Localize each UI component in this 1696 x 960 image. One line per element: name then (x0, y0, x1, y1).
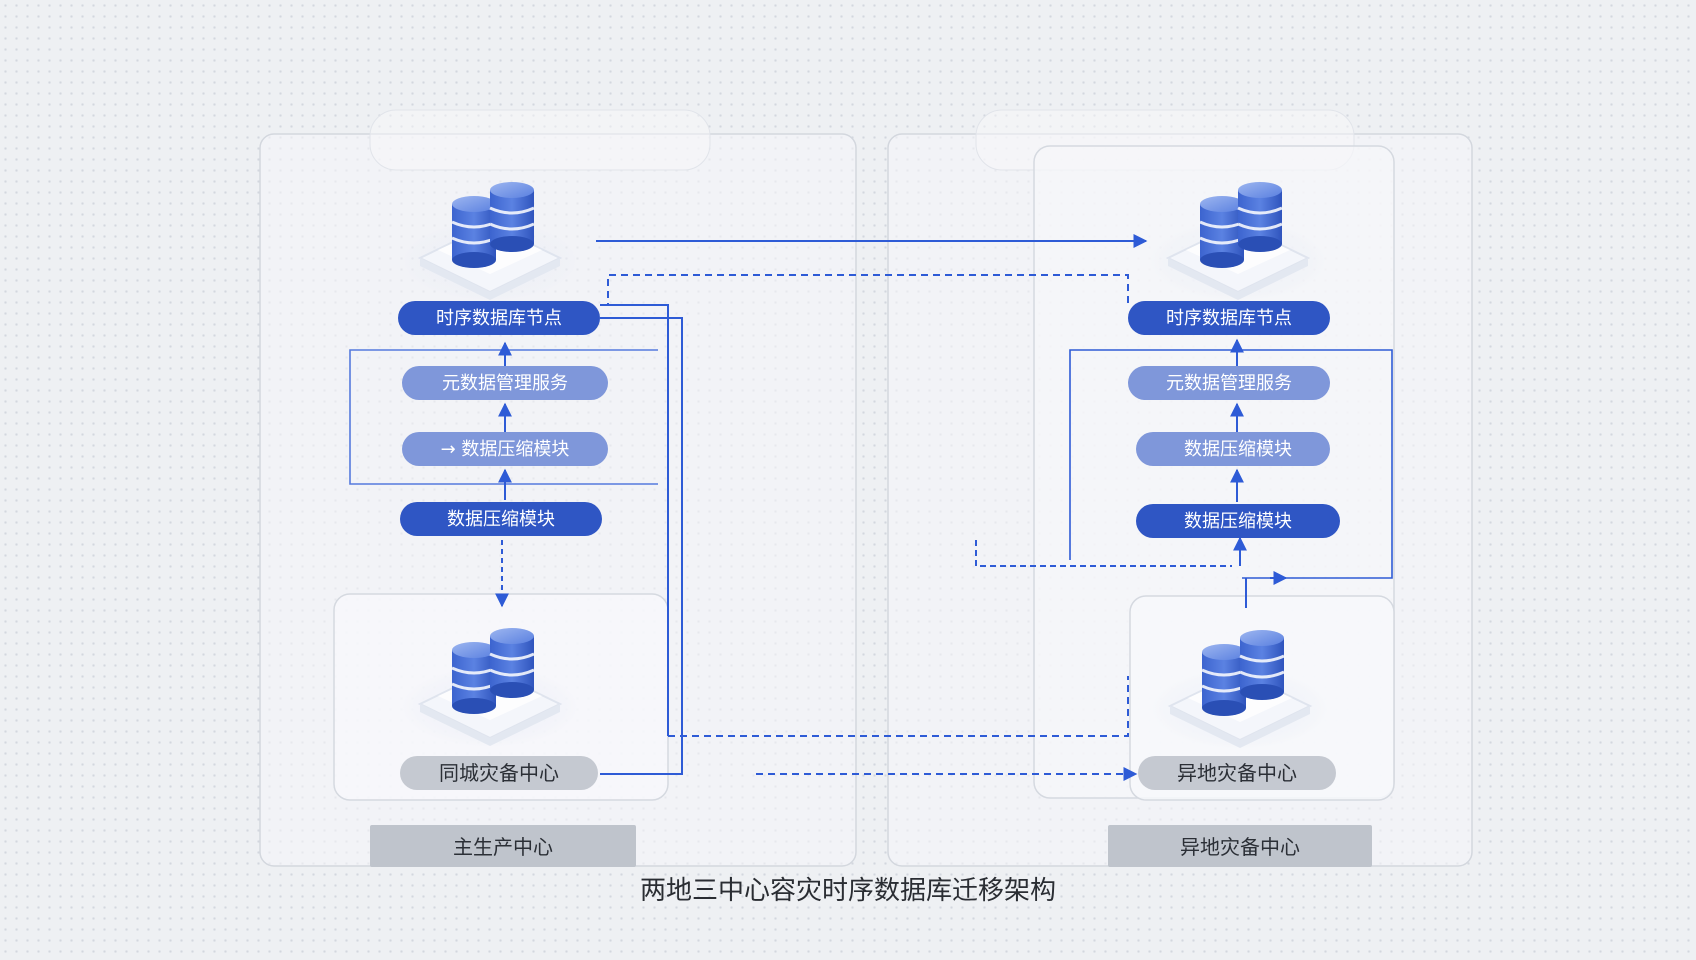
diagram-caption: 两地三中心容灾时序数据库迁移架构 (639, 876, 1056, 906)
node-label: 元数据管理服务 (1166, 373, 1292, 394)
left-compress-upper-node[interactable]: → 数据压缩模块 (402, 432, 608, 466)
node-label: 数据压缩模块 (447, 509, 555, 530)
node-label: 元数据管理服务 (442, 373, 568, 394)
right-compress-lower-node[interactable]: 数据压缩模块 (1136, 504, 1340, 538)
left-panel: 主生产中心 (259, 109, 857, 867)
right-compress-upper-node[interactable]: 数据压缩模块 (1136, 432, 1330, 466)
connectors (349, 234, 1393, 781)
panel-label-bg (1108, 825, 1372, 867)
node-label: 同城灾备中心 (439, 761, 559, 785)
right-tsdb-node[interactable]: 时序数据库节点 (1128, 301, 1330, 335)
panel-label: 异地灾备中心 (1180, 835, 1300, 859)
left-compress-lower-node[interactable]: 数据压缩模块 (400, 502, 602, 536)
left-tsdb-node[interactable]: 时序数据库节点 (398, 301, 600, 335)
left-metadata-node[interactable]: 元数据管理服务 (402, 366, 608, 400)
left-backup-node[interactable]: 同城灾备中心 (400, 756, 598, 790)
right-backup-node[interactable]: 异地灾备中心 (1138, 756, 1336, 790)
right-panel: 异地灾备中心 (887, 109, 1473, 867)
panel-label-bg (370, 825, 636, 867)
right-metadata-node[interactable]: 元数据管理服务 (1128, 366, 1330, 400)
node-label: 异地灾备中心 (1177, 761, 1297, 785)
node-label: 数据压缩模块 (1184, 511, 1292, 532)
node-label: 时序数据库节点 (436, 308, 562, 329)
node-label: 时序数据库节点 (1166, 308, 1292, 329)
node-label: 数据压缩模块 (1184, 439, 1292, 460)
panel-label: 主生产中心 (453, 835, 553, 859)
node-label: → 数据压缩模块 (441, 439, 570, 460)
